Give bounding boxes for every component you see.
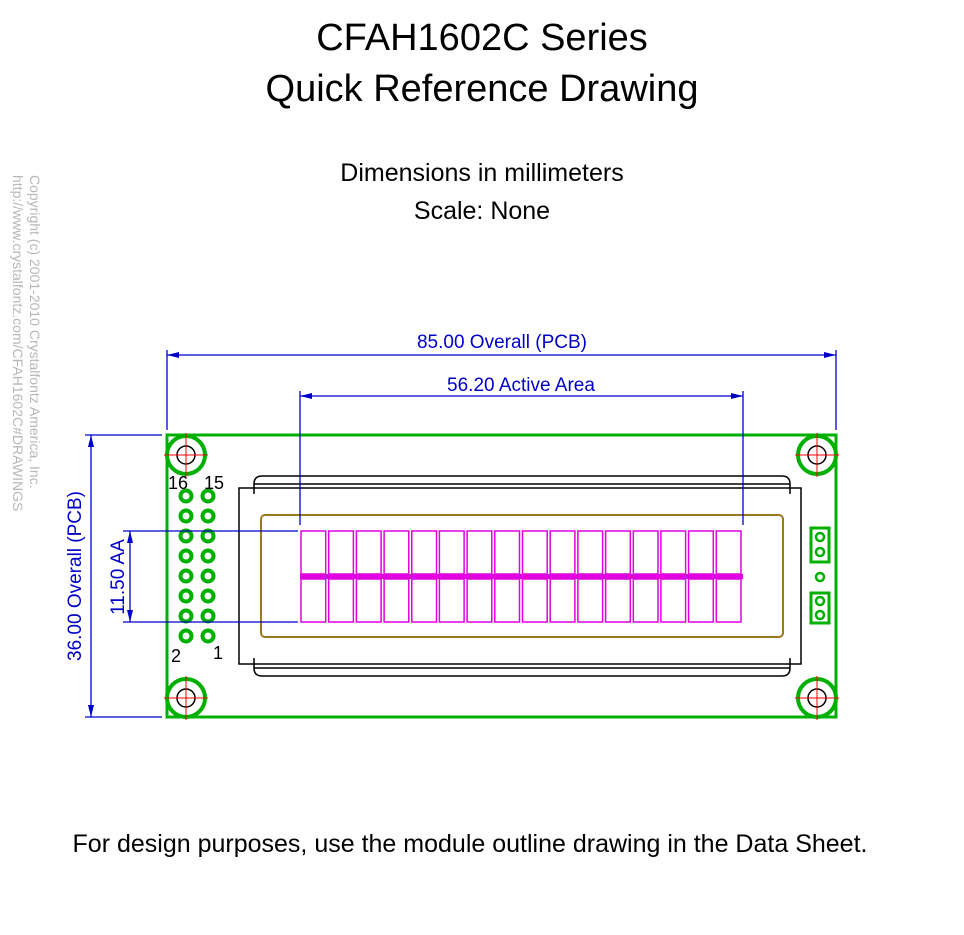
mounting-hole-top-left (164, 433, 208, 477)
character-grid (300, 530, 743, 623)
character-cell (715, 578, 742, 623)
character-cell (300, 530, 327, 575)
character-cell (660, 530, 687, 575)
lcd-module-drawing: 16 15 2 1 (65, 332, 839, 720)
character-cell (577, 578, 604, 623)
character-cell (632, 578, 659, 623)
character-cell (604, 578, 632, 623)
dimension-active-height: 11.50 AA (108, 539, 129, 615)
character-cell (521, 530, 548, 575)
dimension-lines (85, 350, 837, 718)
character-cell (438, 530, 465, 575)
character-cell (355, 578, 382, 623)
character-cell (411, 530, 438, 575)
character-cell (715, 530, 742, 575)
drawing-title-line1: CFAH1602C Series (316, 17, 648, 59)
character-cell (466, 530, 493, 575)
pin-label-1: 1 (213, 643, 223, 663)
drawing-title-line2: Quick Reference Drawing (265, 68, 699, 110)
bezel-bottom-rail (253, 658, 791, 677)
units-note: Dimensions in millimeters (340, 159, 624, 187)
character-cell (327, 530, 355, 575)
display-bezel (238, 487, 802, 665)
character-cell (494, 578, 521, 623)
character-cell (604, 530, 632, 575)
character-cell (411, 578, 438, 623)
mounting-hole-bottom-left (164, 676, 208, 720)
character-cell (687, 578, 715, 623)
backlight-connector-top (809, 526, 831, 564)
character-cell (687, 530, 715, 575)
pin-label-15: 15 (204, 473, 224, 493)
design-footnote: For design purposes, use the module outl… (72, 830, 868, 858)
character-cell (577, 530, 604, 575)
scale-note: Scale: None (413, 197, 551, 225)
character-cell (438, 578, 465, 623)
character-cell (549, 530, 576, 575)
viewing-area (260, 514, 784, 638)
character-cell (494, 530, 521, 575)
character-cell (300, 578, 327, 623)
pin-label-16: 16 (168, 473, 188, 493)
row-separator (300, 574, 743, 579)
dimension-overall-height: 36.00 Overall (PCB) (65, 491, 86, 661)
character-cell (632, 530, 659, 575)
character-cell (466, 578, 493, 623)
character-cell (521, 578, 548, 623)
dimension-overall-width: 85.00 Overall (PCB) (417, 332, 587, 353)
character-cell (549, 578, 576, 623)
dimension-active-width: 56.20 Active Area (447, 375, 595, 396)
pin-header (178, 488, 216, 644)
character-cell (383, 578, 410, 623)
pin-label-2: 2 (171, 646, 181, 666)
character-cell (660, 578, 687, 623)
bezel-top-rail (253, 475, 791, 494)
pcb-outline (165, 433, 838, 719)
mounting-hole-top-right (795, 433, 839, 477)
character-cell (355, 530, 382, 575)
character-cell (383, 530, 410, 575)
character-cell (327, 578, 355, 623)
backlight-via (814, 571, 826, 583)
backlight-connector-bottom (809, 591, 831, 625)
mounting-hole-bottom-right (795, 676, 839, 720)
